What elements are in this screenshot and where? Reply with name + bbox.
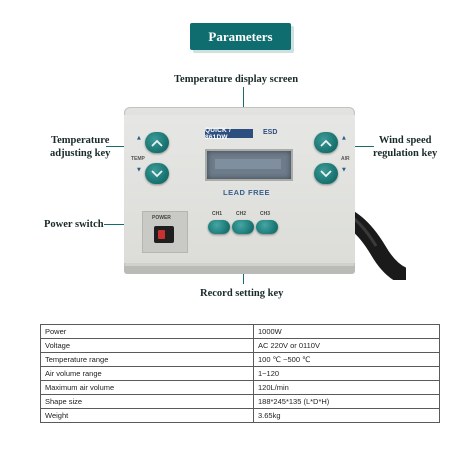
temperature-display (205, 149, 293, 181)
spec-name: Temperature range (40, 352, 254, 367)
air-down-marker-icon: ▼ (342, 167, 346, 173)
ch3-button[interactable] (256, 220, 278, 234)
ch1-button[interactable] (208, 220, 230, 234)
table-row: Temperature range 100 ℃ ~500 ℃ (40, 352, 440, 367)
callout-temp-key-line1: Temperature (51, 135, 110, 146)
spec-value: 120L/min (253, 380, 440, 395)
chevron-up-icon (320, 139, 332, 147)
spec-name: Shape size (40, 394, 254, 409)
spec-name: Weight (40, 408, 254, 423)
spec-value: 3.65kg (253, 408, 440, 423)
chevron-down-icon (320, 169, 332, 177)
spec-name: Air volume range (40, 366, 254, 381)
spec-value: 1~120 (253, 366, 440, 381)
specifications-table: Power 1000W Voltage AC 220V or 0110V Tem… (40, 324, 440, 423)
callout-temp-key-line2: adjusting key (50, 148, 111, 159)
table-row: Shape size 188*245*135 (L*D*H) (40, 394, 440, 409)
spec-value: 188*245*135 (L*D*H) (253, 394, 440, 409)
section-title-banner: Parameters (190, 23, 291, 50)
device-base (124, 266, 355, 274)
power-switch-panel: POWER (142, 211, 188, 253)
air-down-key[interactable] (314, 163, 338, 184)
air-label: AIR (341, 156, 350, 162)
chevron-down-icon (151, 169, 163, 177)
spec-name: Voltage (40, 338, 254, 353)
spec-value: 1000W (253, 324, 440, 339)
callout-wind-key-line2: regulation key (373, 148, 438, 159)
chevron-up-icon (151, 139, 163, 147)
spec-name: Power (40, 324, 254, 339)
ch2-label: CH2 (236, 211, 247, 217)
table-row: Power 1000W (40, 324, 440, 339)
lead-free-label: LEAD FREE (223, 188, 271, 197)
callout-display-screen: Temperature display screen (174, 74, 299, 85)
callout-wind-key: Wind speed regulation key (373, 134, 437, 160)
ch2-button[interactable] (232, 220, 254, 234)
callout-power-switch: Power switch (44, 219, 104, 230)
temp-down-key[interactable] (145, 163, 169, 184)
power-switch[interactable] (154, 226, 174, 243)
table-row: Voltage AC 220V or 0110V (40, 338, 440, 353)
ch1-label: CH1 (212, 211, 223, 217)
temp-up-key[interactable] (145, 132, 169, 153)
temp-label: TEMP (131, 156, 145, 162)
power-label: POWER (152, 215, 171, 221)
front-panel: QUICK / 861DW ESD LEAD FREE ▲ TEMP ▼ ▲ A… (124, 115, 355, 263)
table-row: Maximum air volume 120L/min (40, 380, 440, 395)
air-up-marker-icon: ▲ (342, 135, 346, 141)
spec-name: Maximum air volume (40, 380, 254, 395)
temp-down-marker-icon: ▼ (137, 167, 141, 173)
table-row: Air volume range 1~120 (40, 366, 440, 381)
spec-value: 100 ℃ ~500 ℃ (253, 352, 440, 367)
callout-record-key: Record setting key (200, 288, 284, 299)
callout-wind-key-line1: Wind speed (378, 135, 432, 146)
brand-label: QUICK / 861DW (205, 127, 253, 141)
temp-up-marker-icon: ▲ (137, 135, 141, 141)
table-row: Weight 3.65kg (40, 408, 440, 423)
hot-air-station: QUICK / 861DW ESD LEAD FREE ▲ TEMP ▼ ▲ A… (124, 107, 355, 270)
callout-temp-key: Temperature adjusting key (50, 134, 110, 160)
esd-label: ESD (263, 129, 278, 136)
spec-value: AC 220V or 0110V (253, 338, 440, 353)
air-up-key[interactable] (314, 132, 338, 153)
ch3-label: CH3 (260, 211, 271, 217)
